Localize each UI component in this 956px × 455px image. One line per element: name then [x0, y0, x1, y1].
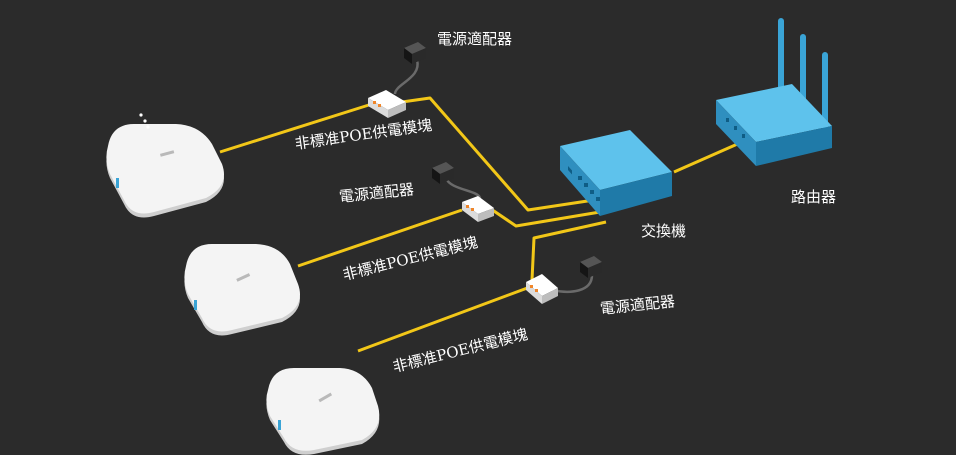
poe-injector-2 — [462, 196, 494, 222]
access-point-1 — [106, 113, 224, 218]
power-adapter-1 — [404, 42, 426, 64]
signal-dot-icon — [146, 125, 150, 129]
cable-ap3-to-poe3 — [357, 285, 531, 353]
network-switch — [560, 130, 672, 216]
cables — [219, 96, 743, 353]
router-label: 路由器 — [791, 188, 837, 206]
cable-ap1-to-poe1 — [219, 102, 373, 154]
poe-injector-1 — [368, 90, 406, 118]
signal-dot-icon — [143, 119, 147, 123]
poe-injector-3 — [526, 274, 558, 304]
signal-dot-icon — [139, 113, 143, 117]
access-point-2 — [184, 244, 300, 336]
cable-poe1-to-switch — [401, 96, 595, 212]
switch-label: 交換機 — [641, 222, 687, 240]
cable-adapter1-to-poe1 — [393, 59, 419, 95]
cable-poe2-to-switch — [487, 205, 601, 228]
power-adapter-2 — [432, 162, 454, 184]
power-adapter-3 — [580, 256, 602, 278]
cable-poe3-to-switch — [530, 220, 607, 281]
access-point-3 — [266, 368, 380, 455]
cable-adapter2-to-poe2 — [444, 177, 482, 199]
power-adapter-label-1: 電源適配器 — [437, 30, 513, 48]
router — [716, 18, 832, 166]
router-antenna — [822, 52, 828, 130]
cable-ap2-to-poe2 — [297, 208, 463, 268]
cable-switch-to-router — [673, 140, 743, 174]
